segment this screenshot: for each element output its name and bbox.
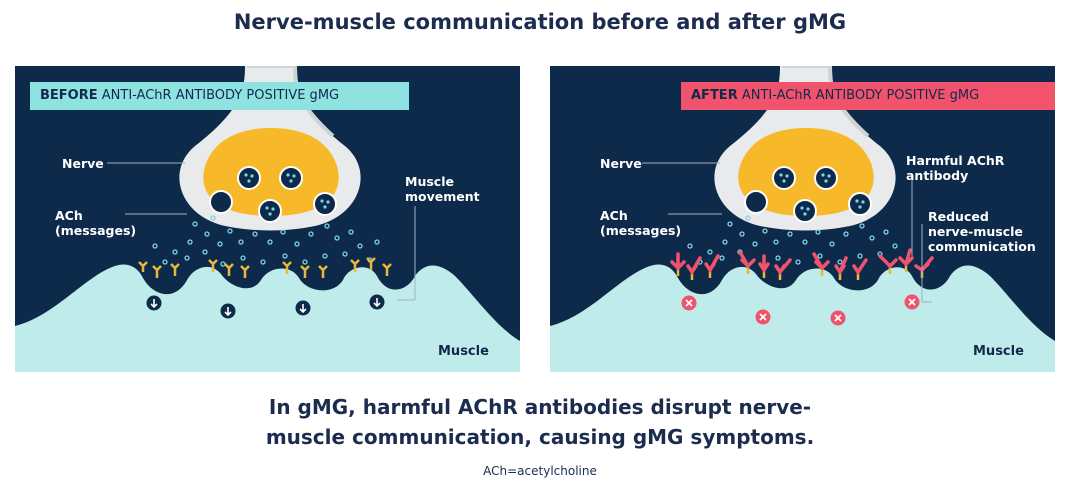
ach-label: ACh (messages) (55, 208, 137, 238)
after-illustration (550, 66, 1055, 372)
nerve-label: Nerve (600, 156, 642, 171)
before-illustration (15, 66, 520, 372)
reduced-communication-label: Reduced nerve-muscle communication (928, 209, 1036, 254)
down-arrow-icon-group (146, 294, 385, 319)
before-tag: BEFORE ANTI-AChR ANTIBODY POSITIVE gMG (30, 82, 409, 110)
footnote: ACh=acetylcholine (483, 464, 597, 478)
summary-text: In gMG, harmful AChR antibodies disrupt … (265, 395, 815, 449)
ach-label: ACh (messages) (600, 208, 682, 238)
muscle-label: Muscle (973, 344, 1024, 359)
muscle-surface (15, 264, 520, 372)
after-panel: AFTER ANTI-AChR ANTIBODY POSITIVE gMG Ne… (550, 66, 1055, 372)
muscle-movement-label: Muscle movement (405, 174, 480, 204)
muscle-surface (550, 264, 1055, 372)
vesicle-group (209, 166, 337, 223)
ach-molecules (152, 215, 380, 267)
vesicle-group (744, 166, 872, 223)
page-title: Nerve-muscle communication before and af… (233, 10, 847, 34)
nerve-label: Nerve (62, 156, 104, 171)
leader-lines (107, 162, 416, 301)
antibody-label: Harmful AChR antibody (906, 153, 1005, 183)
before-panel: BEFORE ANTI-AChR ANTIBODY POSITIVE gMG N… (15, 66, 520, 372)
antibody-icon-group (670, 248, 934, 276)
achr-receptors (138, 257, 392, 278)
nerve-interior (738, 128, 874, 216)
x-icon-group (681, 294, 920, 326)
muscle-label: Muscle (438, 344, 489, 359)
nerve-interior (203, 128, 339, 216)
ach-molecules (687, 215, 898, 265)
leader-lines (642, 162, 932, 303)
after-tag: AFTER ANTI-AChR ANTIBODY POSITIVE gMG (681, 82, 1055, 110)
